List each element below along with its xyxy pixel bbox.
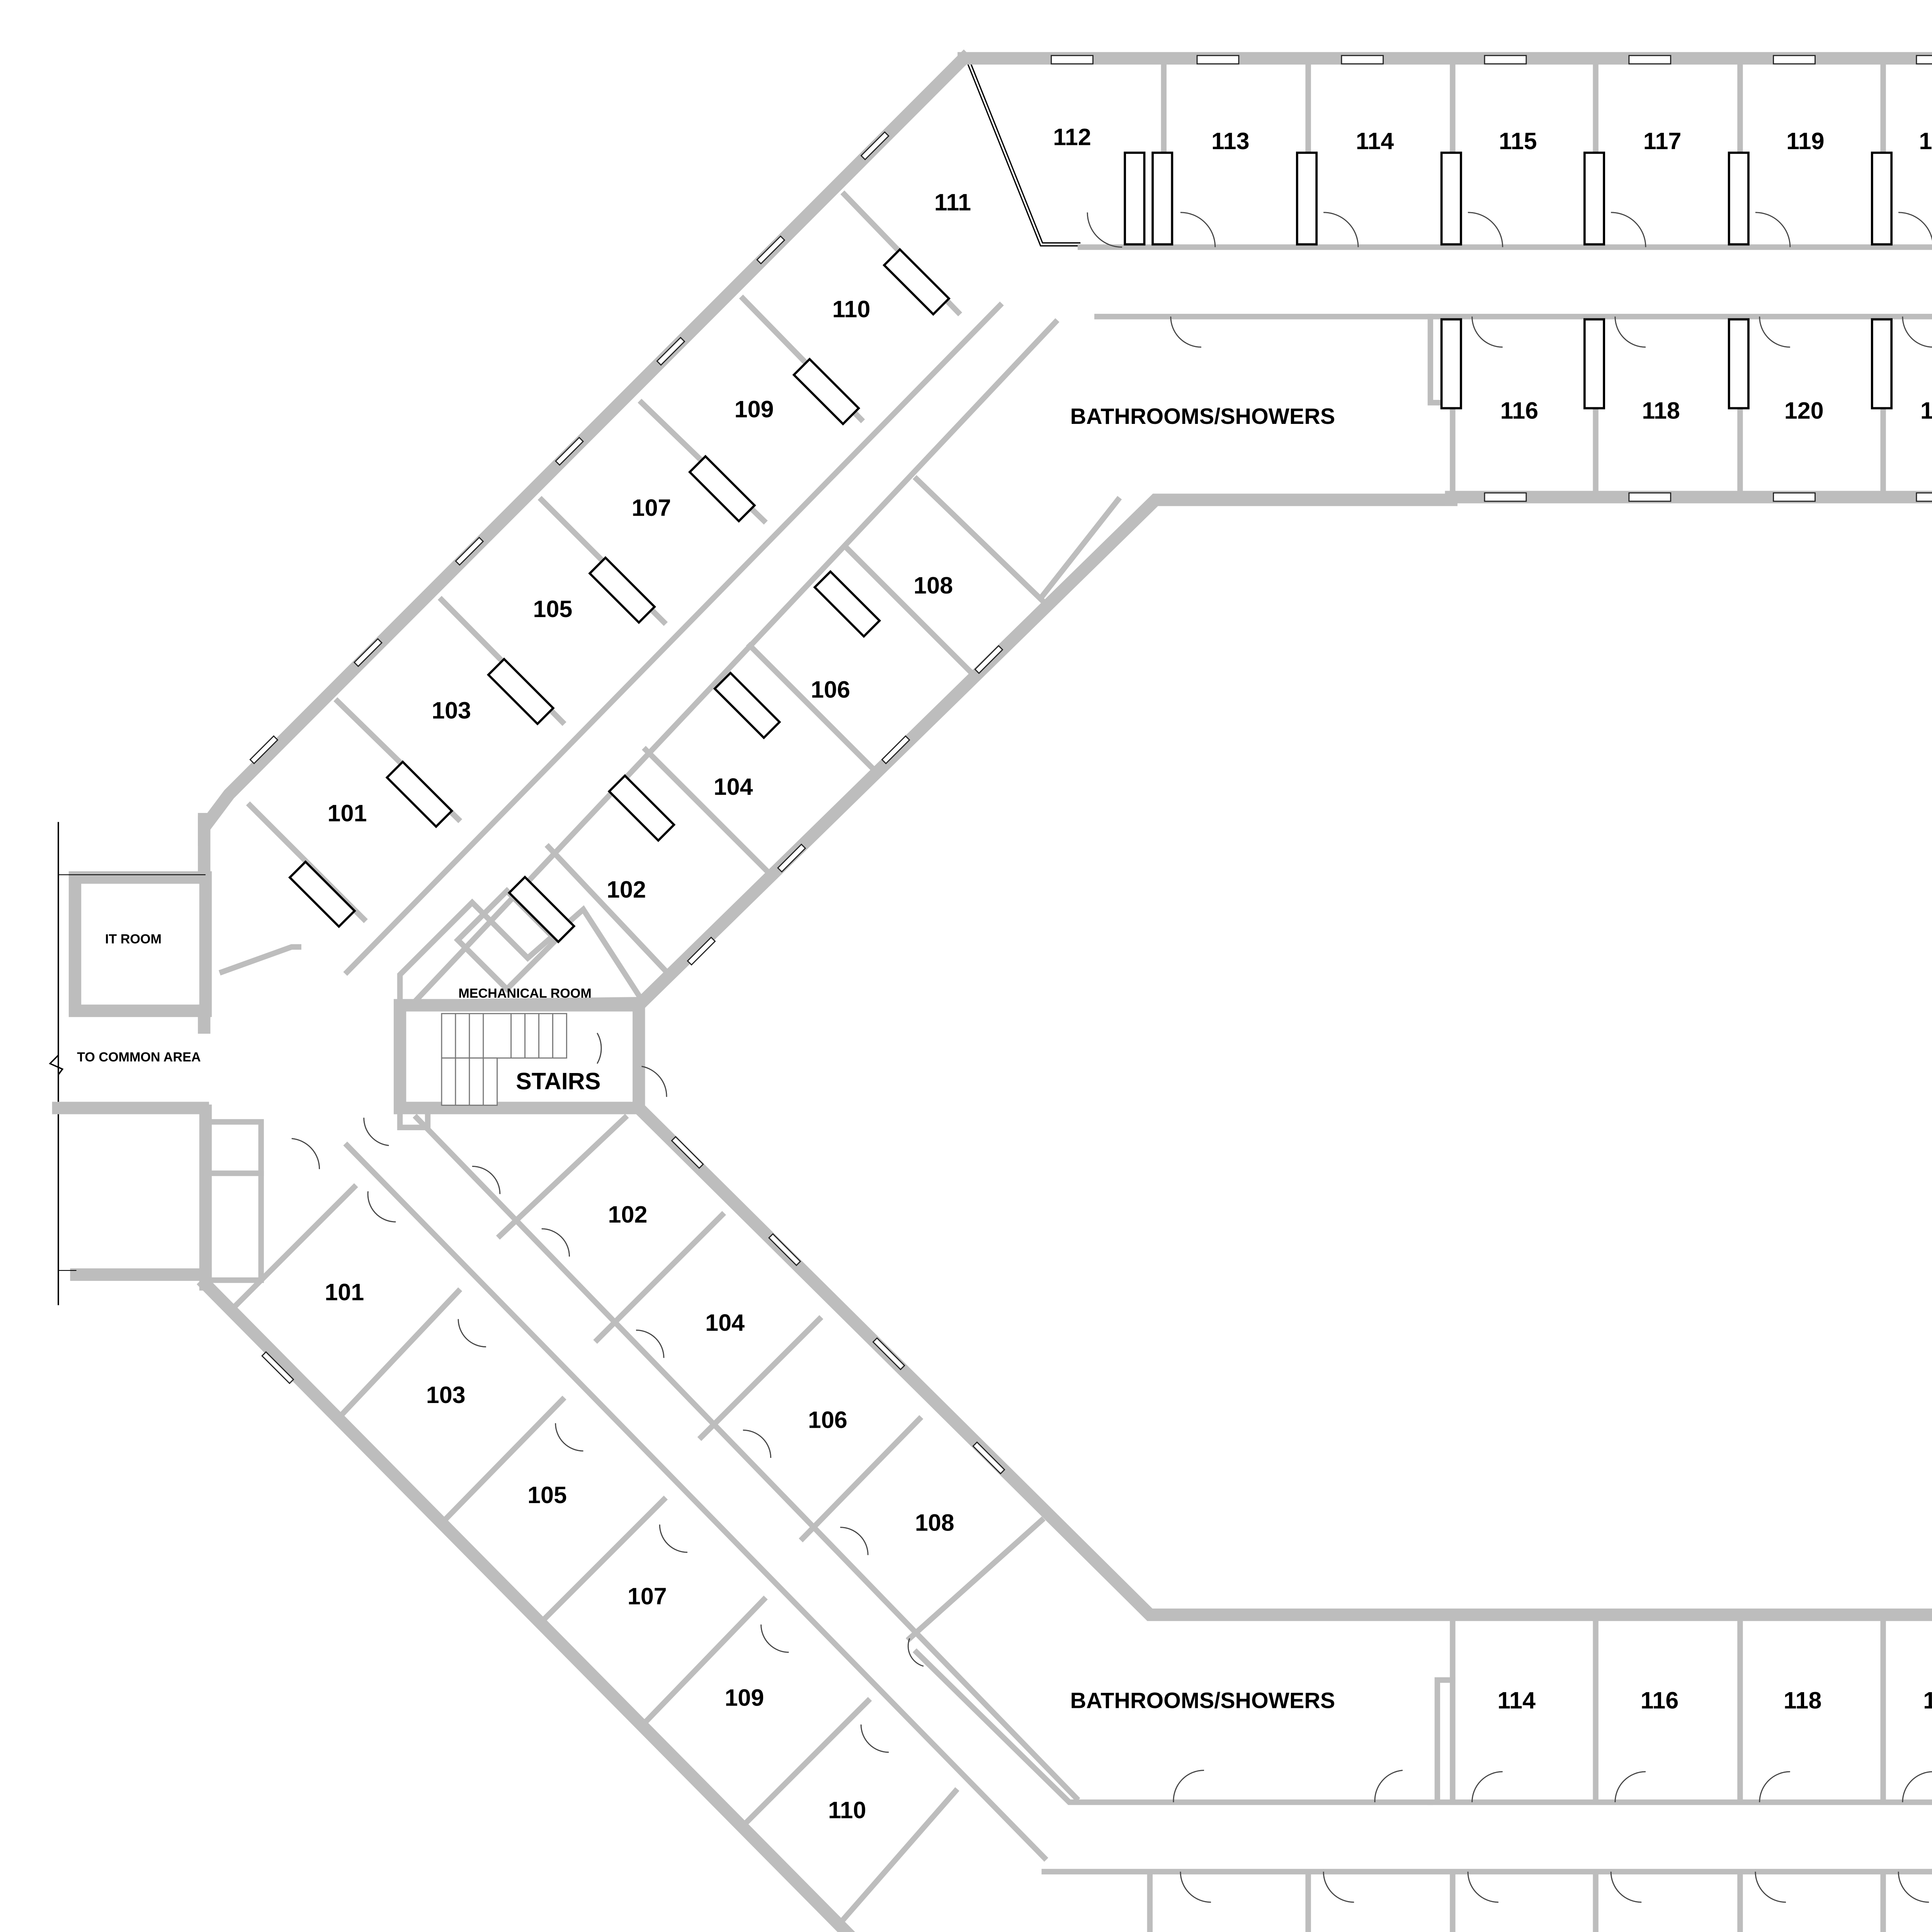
room-label[interactable]: 103 (432, 697, 471, 724)
room-label[interactable]: 121 (1919, 128, 1932, 154)
room-label[interactable]: 118 (1784, 1687, 1822, 1714)
lower-straight-wing-walls (1041, 1615, 1932, 1932)
room-label[interactable]: 118 (1642, 397, 1680, 423)
to-common-area-label: TO COMMON AREA (77, 1050, 201, 1065)
room-label[interactable]: 113 (1211, 128, 1250, 154)
room-label[interactable]: 103 (426, 1382, 466, 1408)
room-label[interactable]: 112 (1053, 124, 1091, 150)
room-label[interactable]: 106 (811, 677, 850, 703)
mechanical-room-label: MECHANICAL ROOM (458, 986, 591, 1001)
room-label[interactable]: 105 (533, 596, 572, 622)
upper-windows (249, 131, 1003, 966)
lower-wing-room-labels: 101 103 105 107 109 110 102 104 106 108 … (325, 1201, 1932, 1823)
room-label[interactable]: 107 (628, 1583, 667, 1609)
room-label[interactable]: 114 (1497, 1687, 1536, 1714)
upper-diagonal-wing-walls (198, 49, 1458, 1012)
room-label[interactable]: 114 (1356, 128, 1394, 154)
upper-wing-room-labels: 101 103 105 107 109 110 111 102 104 106 … (328, 124, 1932, 903)
room-label[interactable]: 120 (1784, 397, 1824, 423)
room-label[interactable]: 122 (1920, 397, 1932, 423)
upper-straight-windows (1051, 55, 1932, 502)
room-label[interactable]: 108 (913, 572, 953, 599)
room-label[interactable]: 111 (934, 189, 971, 215)
room-label[interactable]: 110 (828, 1797, 866, 1823)
room-label[interactable]: 119 (1786, 128, 1825, 154)
special-labels: IT ROOM TO COMMON AREA MECHANICAL ROOM S… (77, 404, 1335, 1713)
bathrooms-lower-label: BATHROOMS/SHOWERS (1070, 1689, 1335, 1713)
room-label[interactable]: 105 (527, 1482, 567, 1508)
stairs-center-label: STAIRS (516, 1068, 600, 1094)
room-label[interactable]: 110 (832, 296, 871, 322)
lower-windows (261, 1136, 1005, 1475)
room-label[interactable]: 106 (808, 1407, 847, 1433)
upper-straight-wardrobes (1124, 151, 1893, 410)
lower-straight-doors (1180, 1771, 1932, 1903)
room-label[interactable]: 117 (1643, 128, 1682, 154)
lower-diagonal-wing-walls (197, 1102, 1932, 1932)
room-label[interactable]: 107 (632, 495, 671, 521)
room-label[interactable]: 115 (1499, 128, 1537, 154)
room-label[interactable]: 104 (714, 774, 753, 800)
room-label[interactable]: 104 (705, 1310, 745, 1336)
room-label[interactable]: 108 (915, 1510, 954, 1536)
room-label[interactable]: 102 (607, 876, 646, 903)
it-room-label: IT ROOM (105, 932, 162, 947)
entry-core-walls (49, 813, 667, 1305)
upper-straight-wing-walls (957, 52, 1932, 503)
bathrooms-upper-label: BATHROOMS/SHOWERS (1070, 404, 1335, 429)
room-label[interactable]: 116 (1500, 397, 1539, 423)
room-label[interactable]: 109 (724, 1684, 764, 1711)
room-label[interactable]: 109 (735, 396, 774, 422)
upper-doors (1087, 212, 1932, 348)
room-label[interactable]: 101 (328, 800, 367, 826)
room-label[interactable]: 101 (325, 1279, 364, 1305)
stair-treads-center (441, 1013, 567, 1106)
room-label[interactable]: 102 (608, 1201, 648, 1228)
lower-doors (291, 1117, 1403, 1803)
room-label[interactable]: 120 (1923, 1687, 1932, 1714)
upper-wardrobes (288, 248, 951, 944)
room-label[interactable]: 116 (1641, 1687, 1679, 1714)
